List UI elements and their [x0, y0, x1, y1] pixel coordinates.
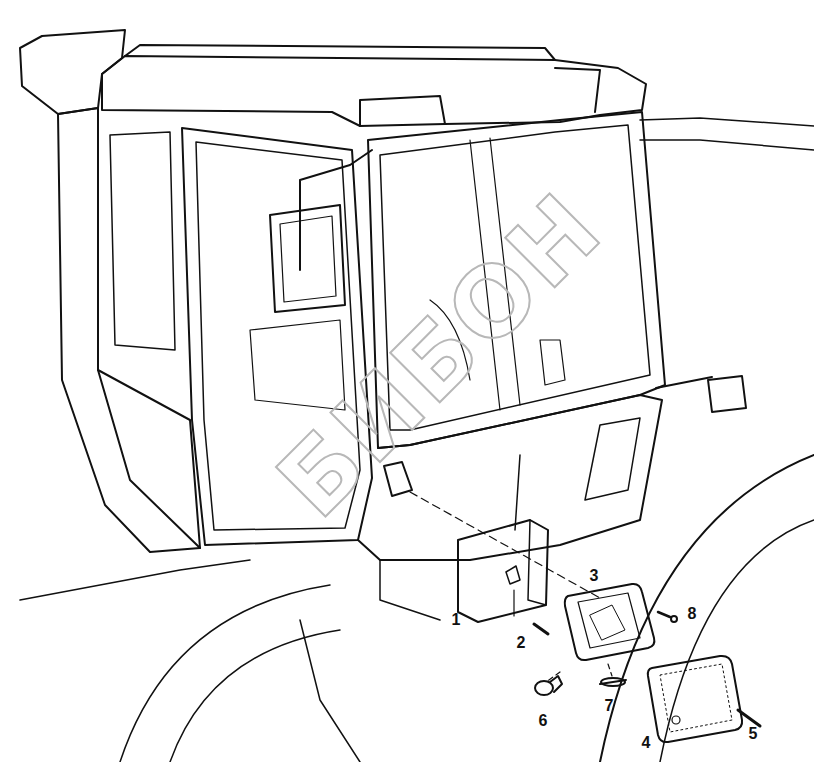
callout-number: 6	[539, 713, 548, 729]
watermark: БИБОН	[262, 177, 619, 534]
callout-number: 5	[749, 726, 758, 742]
callout-number: 3	[590, 568, 599, 584]
callout-number: 2	[517, 635, 526, 651]
callout-number: 8	[688, 606, 697, 622]
callout-number: 1	[452, 612, 461, 628]
callout-number: 4	[642, 735, 651, 751]
callout-number: 7	[605, 698, 614, 714]
